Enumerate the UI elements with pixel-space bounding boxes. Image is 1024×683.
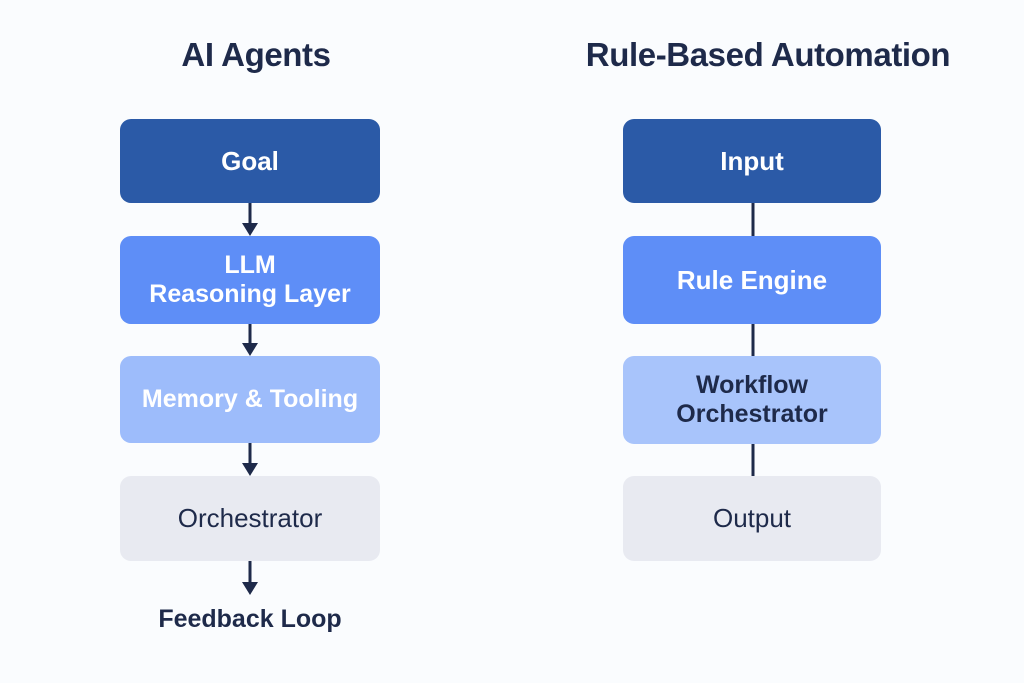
connector-stem [248, 203, 252, 226]
arrowhead-icon [242, 582, 258, 595]
connector-llm-to-memory [120, 324, 380, 356]
node-feedback-loop: Feedback Loop [120, 605, 380, 634]
arrowhead-icon [242, 463, 258, 476]
node-memory-tooling[interactable]: Memory & Tooling [120, 356, 380, 443]
connector-stem [248, 443, 252, 466]
node-orchestrator[interactable]: Orchestrator [120, 476, 380, 561]
arrowhead-icon [242, 223, 258, 236]
node-rule-engine[interactable]: Rule Engine [623, 236, 881, 324]
node-orchestrator-label: Orchestrator [177, 503, 323, 534]
node-llm[interactable]: LLM Reasoning Layer [120, 236, 380, 324]
connector-stem [751, 203, 755, 476]
node-output-label: Output [712, 503, 792, 534]
connector-goal-to-llm [120, 203, 380, 236]
node-goal-label: Goal [221, 145, 279, 176]
connector-stem [248, 561, 252, 585]
arrowhead-icon [242, 343, 258, 356]
node-llm-label-line2: Reasoning Layer [149, 280, 351, 308]
node-workflow-orchestrator-label-line2: Orchestrator [676, 400, 828, 428]
node-input[interactable]: Input [623, 119, 881, 203]
connector-spine-right [623, 203, 883, 476]
column-rule-based-automation: Rule-Based Automation Input Rule Engine … [512, 0, 1024, 683]
column-ai-agents: AI Agents Goal LLM Reasoning Layer Memor… [120, 36, 380, 634]
column-title-rule-based-automation: Rule-Based Automation [585, 36, 951, 73]
node-output[interactable]: Output [623, 476, 881, 561]
column-title-ai-agents: AI Agents [181, 36, 331, 73]
node-workflow-orchestrator-label-line1: Workflow [695, 371, 809, 399]
connector-stem [248, 324, 252, 346]
node-memory-tooling-label: Memory & Tooling [141, 385, 359, 413]
node-feedback-loop-label: Feedback Loop [158, 605, 342, 633]
connector-orchestrator-to-feedback [120, 561, 380, 596]
node-rule-engine-label: Rule Engine [676, 264, 828, 295]
node-llm-label-line1: LLM [224, 251, 276, 279]
node-workflow-orchestrator[interactable]: Workflow Orchestrator [623, 356, 881, 444]
node-input-label: Input [720, 145, 784, 176]
connector-memory-to-orchestrator [120, 443, 380, 476]
node-goal[interactable]: Goal [120, 119, 380, 203]
